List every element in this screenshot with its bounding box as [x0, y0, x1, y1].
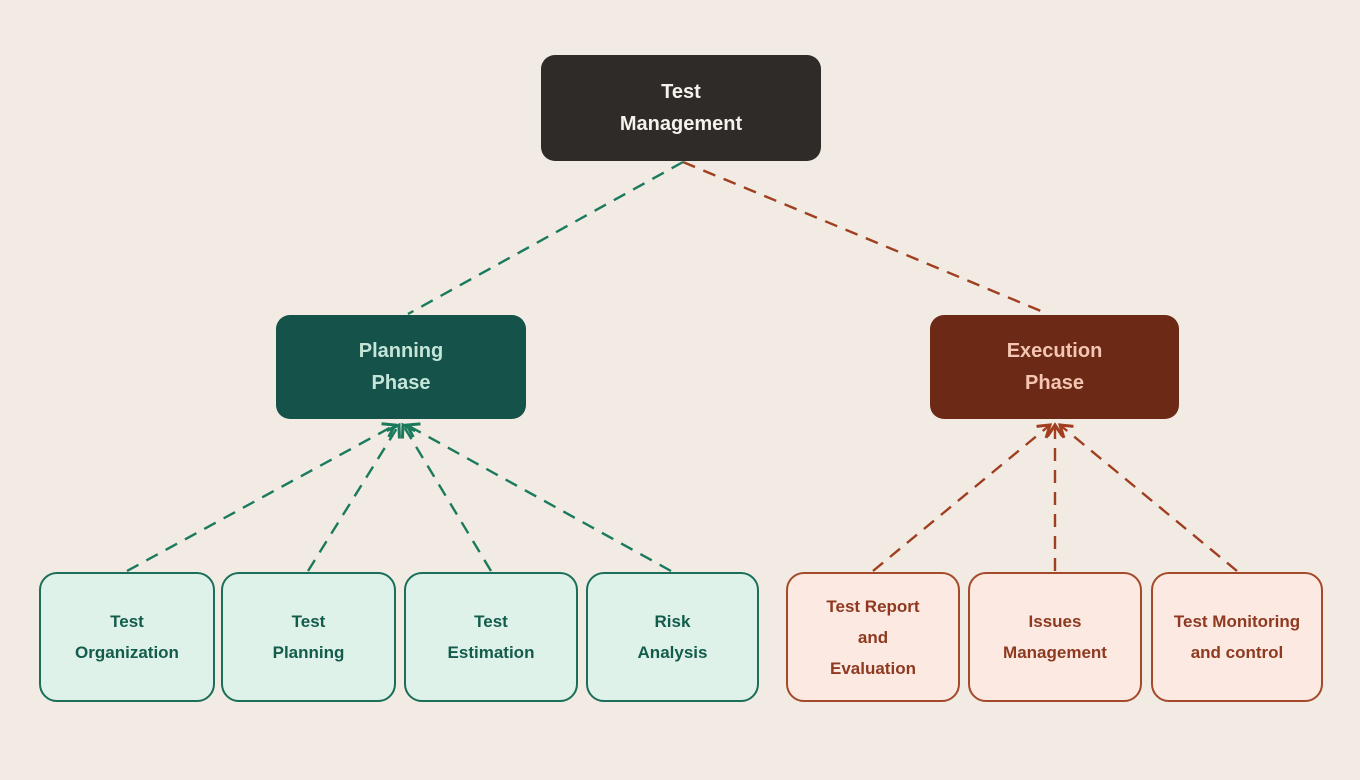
node-execution-phase-label: Execution Phase — [1006, 340, 1103, 394]
node-planning-phase[interactable]: Planning Phase — [276, 315, 526, 419]
node-test-monitoring-and-control-label: Test Monitoring and control — [1173, 612, 1301, 662]
connector-test-report-execution — [872, 423, 1053, 572]
connector-test-organization-planning — [126, 422, 398, 573]
node-test-organization[interactable]: Test Organization — [39, 572, 215, 702]
node-planning-phase-label: Planning Phase — [358, 340, 444, 394]
node-execution-phase[interactable]: Execution Phase — [930, 315, 1179, 419]
node-test-planning-label: Test Planning — [272, 612, 345, 662]
node-test-management[interactable]: Test Management — [541, 55, 821, 161]
connector-test-estimation-planning — [400, 422, 493, 572]
node-test-planning[interactable]: Test Planning — [221, 572, 396, 702]
connector-risk-analysis-planning — [404, 422, 672, 573]
node-test-report-and-evaluation-label: Test Report and Evaluation — [826, 596, 920, 678]
connector-test-planning-planning — [306, 422, 401, 572]
connector-root-planning — [407, 160, 684, 316]
node-risk-analysis[interactable]: Risk Analysis — [586, 572, 759, 702]
node-test-report-and-evaluation[interactable]: Test Report and Evaluation — [786, 572, 960, 702]
connector-root-execution — [682, 160, 1049, 316]
node-risk-analysis-label: Risk Analysis — [637, 612, 708, 662]
connector-test-monitoring-execution — [1057, 423, 1238, 572]
node-test-management-label: Test Management — [619, 81, 743, 135]
node-issues-management[interactable]: Issues Management — [968, 572, 1142, 702]
node-issues-management-label: Issues Management — [1003, 612, 1107, 662]
node-test-monitoring-and-control[interactable]: Test Monitoring and control — [1151, 572, 1323, 702]
node-test-estimation-label: Test Estimation — [447, 612, 535, 662]
node-test-organization-label: Test Organization — [75, 612, 179, 662]
node-test-estimation[interactable]: Test Estimation — [404, 572, 578, 702]
